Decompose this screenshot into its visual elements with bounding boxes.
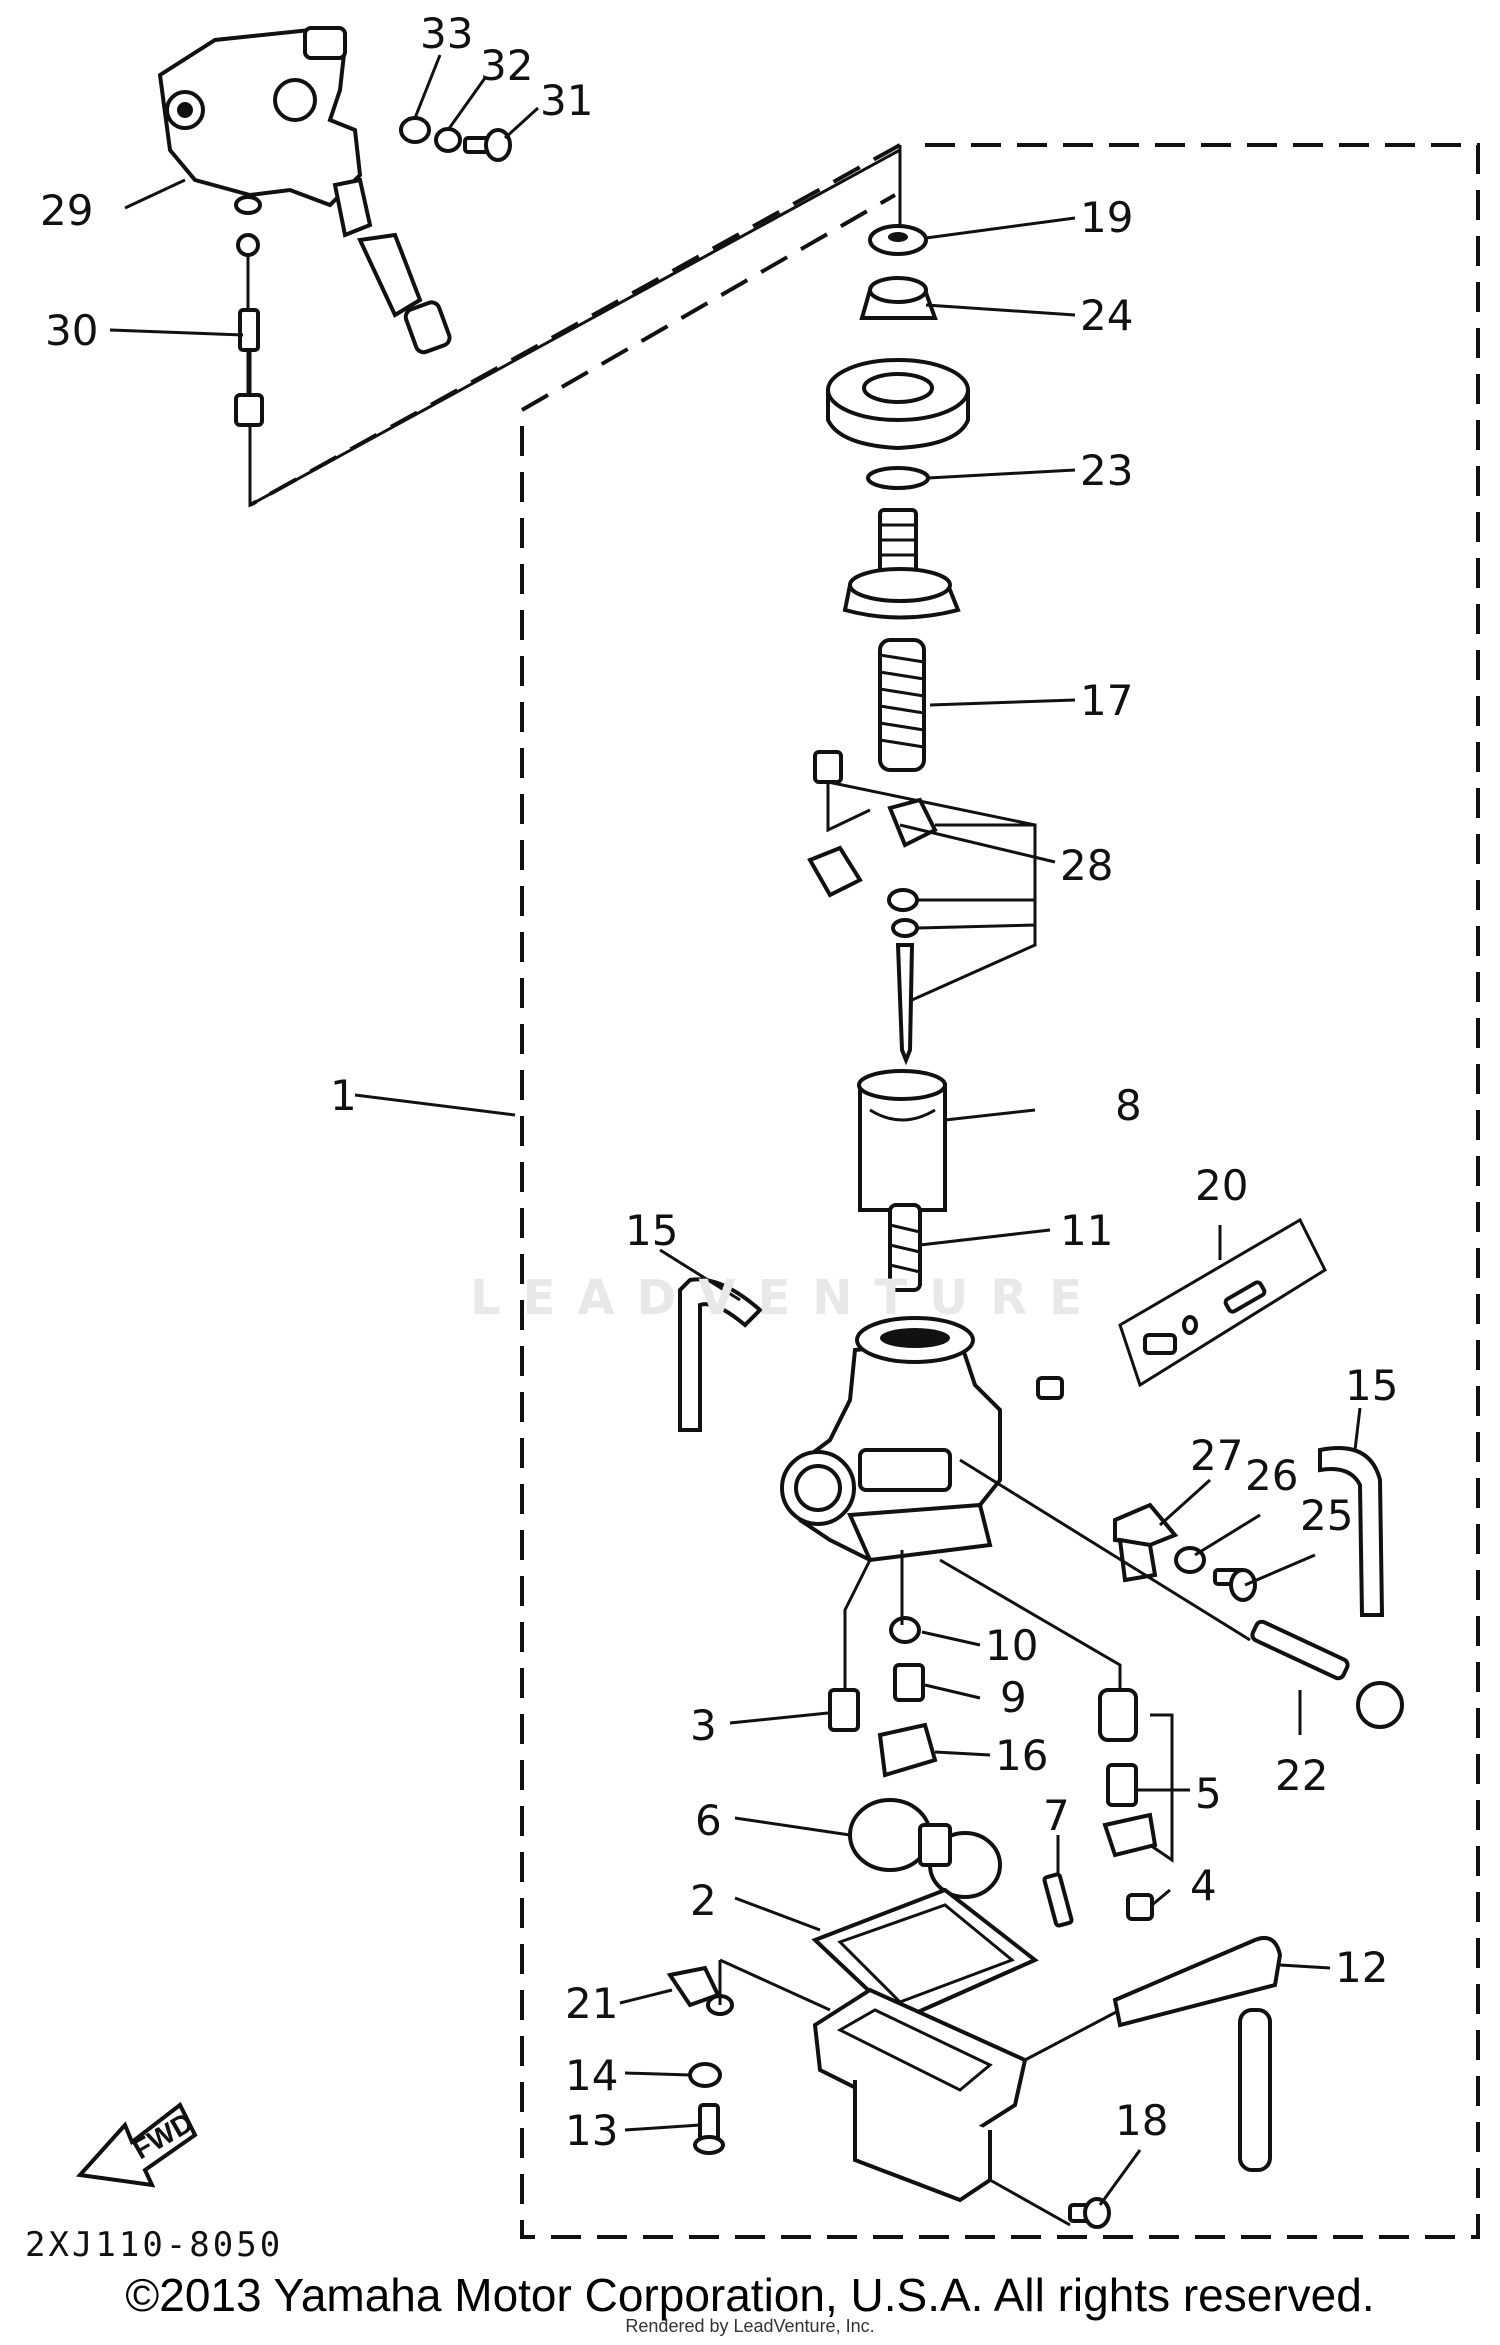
callout-20: 20 <box>1195 1161 1248 1210</box>
throttle-valve-part <box>857 1069 947 1212</box>
callout-26: 26 <box>1245 1451 1298 1500</box>
callout-3: 3 <box>690 1701 717 1750</box>
jet-parts <box>828 1550 1174 1928</box>
callout-15-left: 15 <box>625 1206 678 1255</box>
callout-33: 33 <box>420 9 473 58</box>
callout-16: 16 <box>995 1731 1048 1780</box>
callout-23: 23 <box>1080 446 1133 495</box>
callout-9: 9 <box>1000 1673 1027 1722</box>
needle-set-part <box>807 750 1037 1066</box>
spring-part <box>878 638 926 772</box>
callout-32: 32 <box>480 41 533 90</box>
assembly-boundary <box>248 143 1480 2239</box>
side-parts <box>959 1458 1404 1729</box>
callout-25: 25 <box>1300 1491 1353 1540</box>
callout-15-right: 15 <box>1345 1361 1398 1410</box>
callout-22: 22 <box>1275 1751 1328 1800</box>
callout-12: 12 <box>1335 1943 1388 1992</box>
throttle-cable-part <box>234 233 264 427</box>
callout-13: 13 <box>565 2106 618 2155</box>
float-chamber-part <box>812 1987 1121 2227</box>
leader-lines <box>109 54 1362 2206</box>
callout-5: 5 <box>1195 1769 1222 1818</box>
callout-24: 24 <box>1080 291 1133 340</box>
copyright-footer: ©2013 Yamaha Motor Corporation, U.S.A. A… <box>125 2269 1375 2321</box>
needle-jet-part <box>888 1203 922 1292</box>
callout-18: 18 <box>1115 2096 1168 2145</box>
fwd-arrow-icon: FWD <box>75 2101 198 2188</box>
drain-hose-part <box>1112 1935 1283 2172</box>
callout-28: 28 <box>1060 841 1113 890</box>
overflow-hose-right-part <box>1318 1446 1385 1617</box>
callout-10: 10 <box>985 1621 1038 1670</box>
callout-numbers: 1 2 3 4 5 6 7 8 9 10 11 12 13 14 15 15 1… <box>40 9 1398 2155</box>
callout-31: 31 <box>540 76 593 125</box>
callout-1: 1 <box>330 1071 357 1120</box>
small-hardware <box>666 1958 1111 2229</box>
callout-8: 8 <box>1115 1081 1142 1130</box>
callout-6: 6 <box>695 1796 722 1845</box>
pilot-air-screw-set-part <box>1118 1217 1327 1388</box>
screw-31-part <box>399 116 512 162</box>
callout-30: 30 <box>45 306 98 355</box>
watermark: LEADVENTURE <box>470 1270 1104 1326</box>
callout-29: 29 <box>40 186 93 235</box>
gasket-part <box>811 1887 1039 2023</box>
callout-7: 7 <box>1043 1791 1070 1840</box>
callout-21: 21 <box>565 1979 618 2028</box>
carburetor-body-part <box>780 1316 1064 1563</box>
float-part <box>848 1798 1002 1899</box>
callout-27: 27 <box>1190 1431 1243 1480</box>
callout-17: 17 <box>1080 676 1133 725</box>
callout-19: 19 <box>1080 193 1133 242</box>
diagram-code: 2XJ110-8050 <box>25 2225 284 2265</box>
callout-2: 2 <box>690 1876 717 1925</box>
callout-11: 11 <box>1060 1206 1113 1255</box>
callout-14: 14 <box>565 2051 618 2100</box>
throttle-housing-part <box>157 26 452 355</box>
rendered-by-note: Rendered by LeadVenture, Inc. <box>625 2316 875 2336</box>
callout-4: 4 <box>1190 1861 1217 1910</box>
carb-top-parts <box>826 224 970 620</box>
